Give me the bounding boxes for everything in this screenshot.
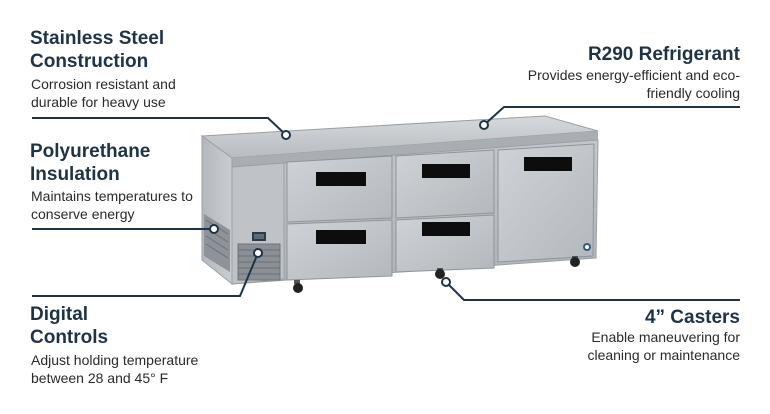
feature-title-refrigerant: R290 Refrigerant <box>587 44 740 65</box>
drawer-top-left <box>286 155 393 223</box>
feature-title-insulation: Polyurethane Insulation <box>30 141 151 185</box>
callout-dot-insulation <box>209 224 219 234</box>
callout-dot-steel <box>281 130 291 140</box>
caster <box>570 256 580 267</box>
caster <box>435 268 445 279</box>
feature-title-controls: Digital Controls <box>30 304 109 348</box>
feature-desc-steel: Corrosion resistant and durable for heav… <box>31 76 176 110</box>
front-grille <box>237 243 281 281</box>
feature-title-steel: Stainless Steel Construction <box>30 28 165 72</box>
right-door <box>497 143 595 263</box>
drawer-bottom-right <box>395 214 495 273</box>
feature-desc-casters: Enable maneuvering for cleaning or maint… <box>587 329 740 363</box>
callout-line-refrigerant <box>483 106 740 126</box>
callout-line-controls <box>32 252 259 297</box>
callout-dot-casters <box>441 277 451 287</box>
drawer-bottom-left <box>286 219 393 281</box>
callout-dot-refrigerant <box>479 120 489 130</box>
feature-desc-controls: Adjust holding temperature between 28 an… <box>31 352 199 386</box>
callout-line-casters <box>445 281 740 301</box>
feature-desc-refrigerant: Provides energy-efficient and eco-friend… <box>527 67 740 101</box>
callout-line-steel <box>32 117 287 136</box>
countertop-edge <box>232 131 598 167</box>
caster <box>293 280 303 293</box>
feature-desc-insulation: Maintains temperatures to conserve energ… <box>31 188 193 222</box>
drawer-top-right <box>395 149 495 219</box>
callout-dot-controls <box>253 248 263 258</box>
feature-title-casters: 4” Casters <box>644 307 740 328</box>
digital-control-panel <box>252 232 266 241</box>
